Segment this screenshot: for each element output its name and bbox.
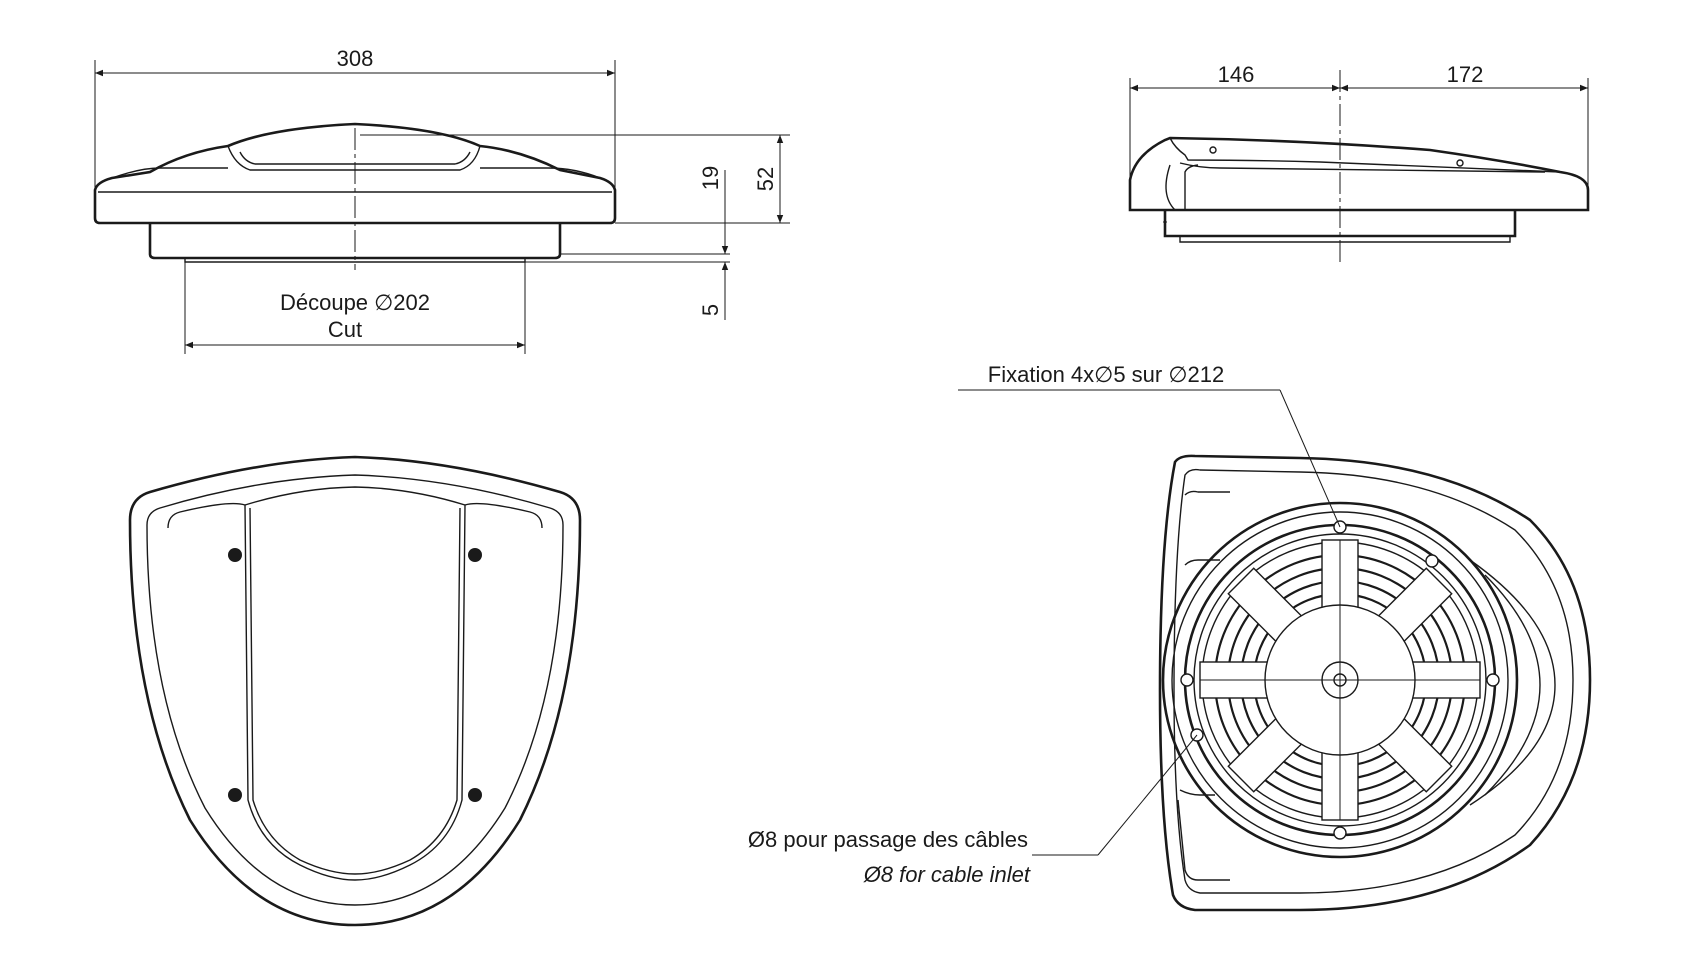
screw-hole-icon (468, 788, 482, 802)
screw-hole-icon (228, 788, 242, 802)
height-19-label: 19 (698, 166, 723, 190)
front-view: 308 Découpe ∅202 Cut 52 19 5 (93, 46, 790, 354)
side-view: 146 172 (1128, 62, 1590, 265)
height-52-label: 52 (753, 167, 778, 191)
bottom-view: Fixation 4x∅5 sur ∅212 Ø8 pour passage d… (748, 362, 1592, 912)
fixation-label: Fixation 4x∅5 sur ∅212 (988, 362, 1224, 387)
front-view-lid (93, 122, 617, 225)
top-view (128, 455, 582, 927)
cable-label-en: Ø8 for cable inlet (863, 862, 1031, 887)
cable-label-fr: Ø8 pour passage des câbles (748, 827, 1028, 852)
top-view-outline (128, 455, 582, 927)
screw-hole-icon (468, 548, 482, 562)
side-left-label: 146 (1218, 62, 1255, 87)
screw-hole-icon (228, 548, 242, 562)
bottom-view-outline (1158, 454, 1592, 912)
cut-label-fr: Découpe ∅202 (280, 290, 430, 315)
height-5-label: 5 (698, 304, 723, 316)
side-right-label: 172 (1447, 62, 1484, 87)
cut-label-en: Cut (328, 317, 362, 342)
front-width-label: 308 (337, 46, 374, 71)
side-view-lid (1128, 136, 1590, 212)
